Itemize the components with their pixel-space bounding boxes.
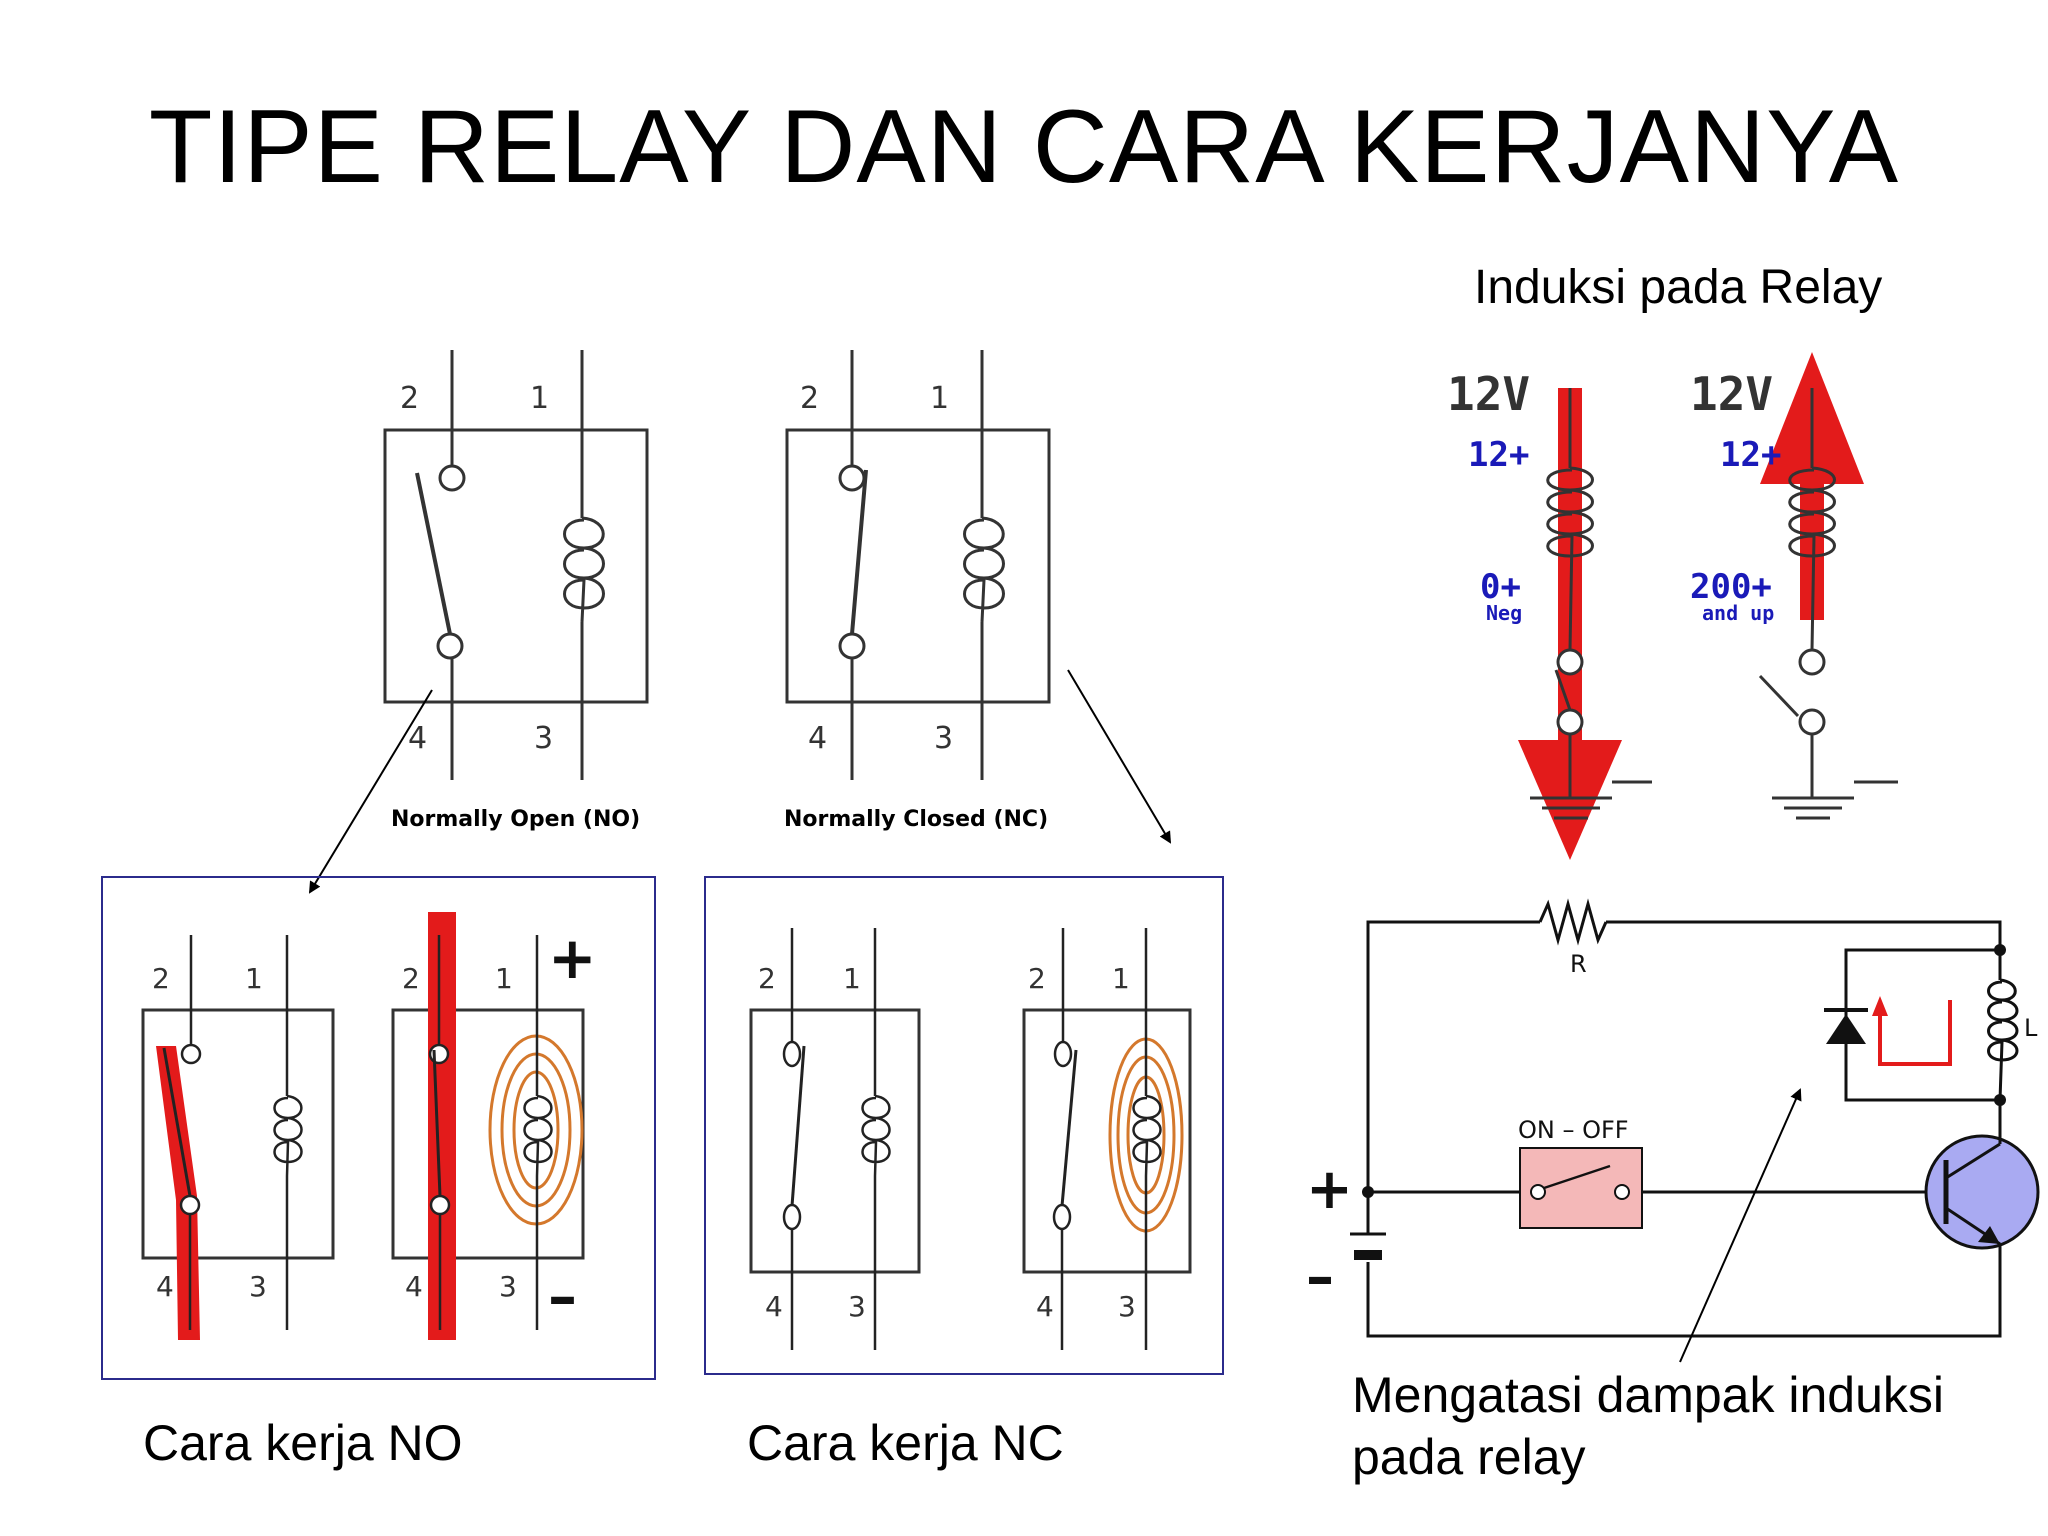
switch-label: ON – OFF xyxy=(1518,1116,1629,1144)
right-voltage: 12V xyxy=(1690,367,1773,421)
pin-4-label: 4 xyxy=(156,1270,174,1303)
pin-1-label: 1 xyxy=(245,962,263,995)
right-bottom-value: 200+ xyxy=(1690,567,1772,607)
pin-2-label: 2 xyxy=(402,962,420,995)
caption-no: Cara kerja NO xyxy=(143,1415,463,1471)
caption-solution: Mengatasi dampak induksi pada relay xyxy=(1352,1364,1944,1488)
pin-4-label: 4 xyxy=(1036,1290,1054,1323)
caption-solution-line2: pada relay xyxy=(1352,1429,1586,1485)
induction-left: 12V 12+ 0+ Neg xyxy=(1447,367,1652,860)
pin-2-label: 2 xyxy=(1028,962,1046,995)
frame-nc-operation xyxy=(704,876,1224,1375)
diode-symbol xyxy=(1826,1014,1866,1044)
pin-3-label: 3 xyxy=(249,1270,267,1303)
relay-nc-symbol: 2 1 4 3 Normally Closed (NC) xyxy=(784,350,1051,832)
plus-sign: + xyxy=(548,924,597,992)
relay-no-label: Normally Open (NO) xyxy=(391,807,640,832)
minus-sign: – xyxy=(548,1262,577,1330)
relay-no-symbol: 2 1 4 3 Normally Open (NO) xyxy=(383,350,649,832)
pin-4-label: 4 xyxy=(408,721,427,756)
induction-caption: Induksi pada Relay xyxy=(1474,261,1883,314)
left-bottom-value: 0+ xyxy=(1480,567,1521,607)
pin-3-label: 3 xyxy=(534,721,553,756)
arrow-solution xyxy=(1679,1088,1802,1363)
pin-3-label: 3 xyxy=(499,1270,517,1303)
pin-4-label: 4 xyxy=(405,1270,423,1303)
left-top-value: 12+ xyxy=(1468,435,1529,475)
no-relay-off: 2 1 4 3 xyxy=(141,935,335,1340)
pin-4-label: 4 xyxy=(765,1290,783,1323)
left-bottom-sub: Neg xyxy=(1486,601,1522,625)
pin-1-label: 1 xyxy=(843,962,861,995)
inductor-label: L xyxy=(2024,1014,2038,1042)
pin-1-label: 1 xyxy=(930,381,949,416)
right-bottom-sub: and up xyxy=(1702,601,1774,625)
transistor-symbol xyxy=(1924,1134,2040,1250)
pin-2-label: 2 xyxy=(152,962,170,995)
pin-2-label: 2 xyxy=(400,381,419,416)
frame-no-operation xyxy=(101,876,656,1380)
arrow-nc xyxy=(1067,669,1172,844)
left-voltage: 12V xyxy=(1447,367,1530,421)
caption-nc: Cara kerja NC xyxy=(747,1415,1064,1471)
flyback-circuit: R L ON – OFF + – xyxy=(1306,898,2040,1338)
arrow-no xyxy=(308,689,433,894)
inductor-symbol xyxy=(1987,978,2019,1101)
no-relay-on: 2 1 4 3 + – xyxy=(391,912,597,1340)
pin-3-label: 3 xyxy=(848,1290,866,1323)
pin-2-label: 2 xyxy=(800,381,819,416)
nc-relay-on: 2 1 4 3 xyxy=(1022,928,1192,1350)
battery-plus: + xyxy=(1306,1157,1353,1222)
nc-relay-off: 2 1 4 3 xyxy=(749,928,921,1350)
pin-3-label: 3 xyxy=(934,721,953,756)
pin-1-label: 1 xyxy=(495,962,513,995)
resistor-symbol xyxy=(1538,898,1608,946)
induction-right: 12V 12+ 200+ and up xyxy=(1690,352,1898,820)
relay-nc-label: Normally Closed (NC) xyxy=(784,807,1048,832)
pin-4-label: 4 xyxy=(808,721,827,756)
pin-1-label: 1 xyxy=(1112,962,1130,995)
caption-solution-line1: Mengatasi dampak induksi xyxy=(1352,1367,1944,1423)
battery-minus: – xyxy=(1306,1245,1334,1310)
pin-1-label: 1 xyxy=(530,381,549,416)
page-title: TIPE RELAY DAN CARA KERJANYA xyxy=(148,89,1900,205)
current-loop-arrow xyxy=(1878,1000,1952,1066)
resistor-label: R xyxy=(1570,950,1587,978)
pin-3-label: 3 xyxy=(1118,1290,1136,1323)
pin-2-label: 2 xyxy=(758,962,776,995)
right-top-value: 12+ xyxy=(1720,435,1781,475)
